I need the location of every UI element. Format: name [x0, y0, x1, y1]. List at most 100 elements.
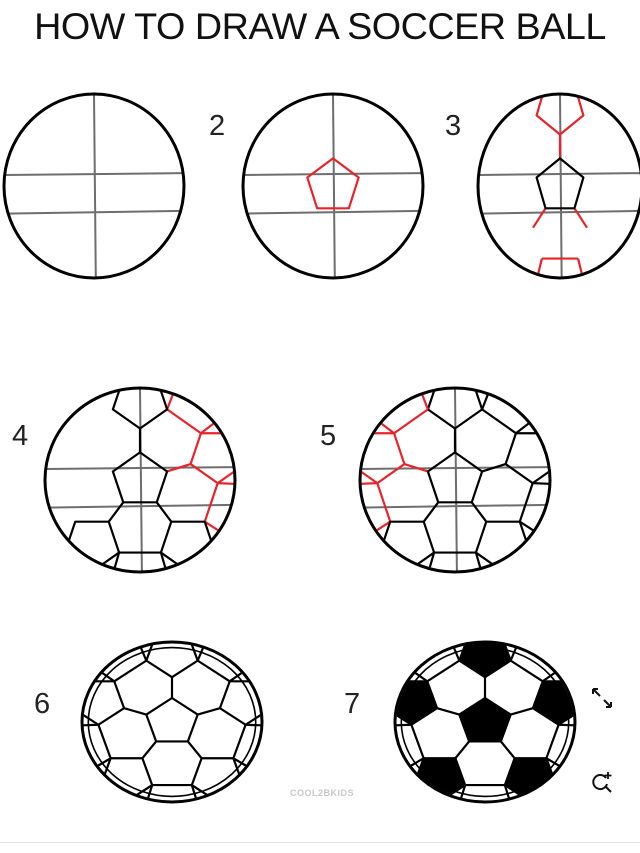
page-title: HOW TO DRAW A SOCCER BALL — [34, 6, 606, 47]
seam-line — [351, 483, 378, 484]
ball-outline — [395, 642, 575, 802]
ball-pattern — [478, 85, 640, 284]
seam-line — [198, 661, 230, 682]
ball-pattern — [4, 94, 184, 278]
guide-horizontal-upper — [478, 173, 640, 175]
seam-line — [167, 464, 190, 471]
seam-line — [124, 708, 146, 714]
outer-pentagon — [537, 85, 584, 135]
guide-horizontal-upper — [360, 467, 550, 469]
ball-inner-outline — [88, 648, 255, 797]
ball-outline — [4, 94, 184, 278]
seam-line — [505, 785, 512, 807]
outer-pentagon — [506, 433, 560, 483]
step-number-4: 4 — [12, 420, 29, 452]
step-2-ball — [243, 94, 423, 278]
step-3-ball — [478, 85, 640, 284]
ball-pattern — [386, 640, 584, 807]
seam-line — [511, 708, 533, 714]
seam-line — [112, 553, 119, 578]
step-number-7: 7 — [344, 688, 361, 720]
ball-outline — [360, 388, 550, 572]
guide-vertical — [140, 388, 142, 572]
step-5-ball — [350, 379, 560, 578]
seam-line — [205, 483, 218, 522]
seam-line — [450, 640, 459, 661]
seam-line — [424, 502, 439, 521]
seam-line — [533, 483, 560, 484]
seam-line — [533, 208, 546, 227]
seam-line — [98, 725, 110, 759]
step-7-ball — [386, 634, 585, 807]
center-pentagon — [428, 452, 482, 502]
seam-line — [109, 502, 124, 521]
seam-line — [114, 661, 146, 682]
seam-line — [377, 483, 390, 522]
seam-line — [233, 725, 245, 759]
guide-horizontal-lower — [360, 505, 550, 508]
seam-line — [546, 725, 558, 759]
seam-line — [578, 259, 584, 284]
center-pentagon — [113, 452, 167, 502]
visual-search-icon[interactable] — [589, 770, 615, 796]
seam-line — [404, 464, 427, 471]
seam-line — [559, 725, 584, 726]
seam-line — [482, 385, 491, 409]
center-pentagon — [146, 698, 197, 741]
ball-outline — [243, 94, 423, 278]
guide-horizontal-upper — [243, 173, 423, 175]
seam-line — [188, 741, 202, 758]
guide-horizontal-upper — [4, 173, 184, 175]
seam-line — [437, 708, 459, 714]
seam-line — [167, 385, 176, 409]
seam-line — [167, 409, 201, 433]
seam-line — [386, 725, 411, 726]
step-1-ball — [4, 94, 184, 278]
seam-line — [520, 483, 533, 522]
seam-line — [394, 409, 428, 433]
seam-line — [419, 385, 428, 409]
outer-pentagon — [428, 379, 482, 429]
seam-line — [482, 464, 505, 471]
guide-vertical — [455, 388, 457, 572]
seam-line — [482, 409, 516, 433]
ball-pattern — [73, 634, 272, 807]
center-pentagon — [307, 158, 358, 208]
seam-line — [218, 483, 245, 484]
outer-pentagon — [113, 379, 167, 429]
outer-pentagon — [220, 681, 271, 724]
seam-line — [157, 502, 172, 521]
outer-pentagon — [191, 433, 245, 483]
seam-line — [511, 661, 543, 682]
seam-line — [142, 741, 156, 758]
seam-line — [501, 741, 515, 758]
guide-horizontal-lower — [4, 211, 184, 214]
ball-outline — [45, 388, 235, 572]
step-number-3: 3 — [445, 110, 462, 142]
seam-line — [536, 259, 542, 284]
seam-line — [198, 640, 207, 661]
ball-pattern — [243, 94, 423, 278]
seam-line — [511, 640, 520, 661]
guide-horizontal-lower — [45, 505, 235, 508]
guide-vertical — [94, 94, 96, 278]
guide-vertical — [560, 94, 562, 278]
center-pentagon — [537, 158, 584, 208]
step-number-2: 2 — [209, 110, 226, 142]
center-pentagon — [459, 698, 510, 741]
expand-arrows-icon[interactable] — [589, 685, 615, 711]
outer-pentagon — [459, 643, 510, 677]
ball-inner-outline — [401, 648, 568, 797]
step-6-ball — [73, 634, 272, 807]
seam-line — [246, 725, 271, 726]
seam-line — [73, 725, 98, 726]
step-number-6: 6 — [34, 688, 51, 720]
step-4-ball — [45, 379, 245, 578]
seam-line — [427, 661, 459, 682]
seam-line — [411, 725, 423, 759]
guide-horizontal-upper — [45, 467, 235, 469]
seam-line — [458, 785, 465, 807]
seam-line — [161, 553, 168, 578]
seam-line — [192, 785, 199, 807]
